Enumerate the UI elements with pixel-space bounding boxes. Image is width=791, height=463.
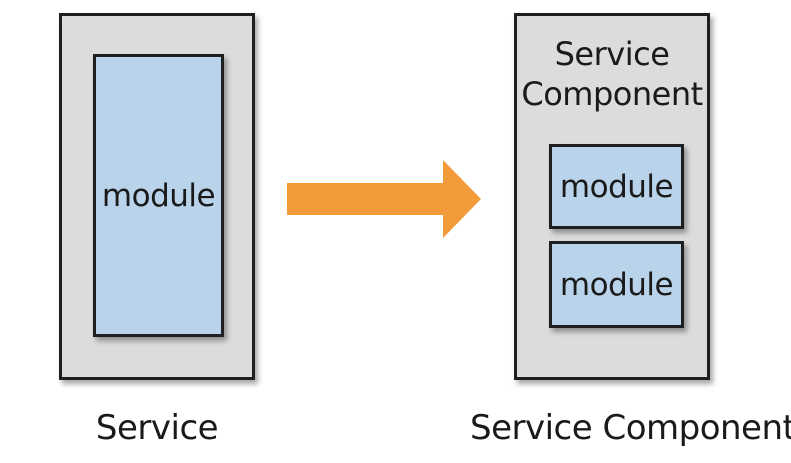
service-component-title: Service Component: [517, 34, 707, 114]
component-module-2: module: [549, 241, 684, 328]
right-arrow-icon: [287, 160, 481, 238]
component-module-2-label: module: [559, 266, 674, 303]
service-component-title-line1: Service: [554, 35, 670, 73]
service-caption: Service: [95, 408, 219, 448]
service-box: module: [59, 13, 255, 380]
service-component-box: Service Component module module: [514, 13, 710, 380]
service-module-label: module: [101, 177, 216, 214]
service-component-caption: Service Component: [470, 408, 791, 448]
component-module-1: module: [549, 144, 684, 229]
service-component-title-line2: Component: [521, 75, 703, 113]
service-module: module: [93, 54, 224, 337]
component-module-1-label: module: [559, 168, 674, 205]
